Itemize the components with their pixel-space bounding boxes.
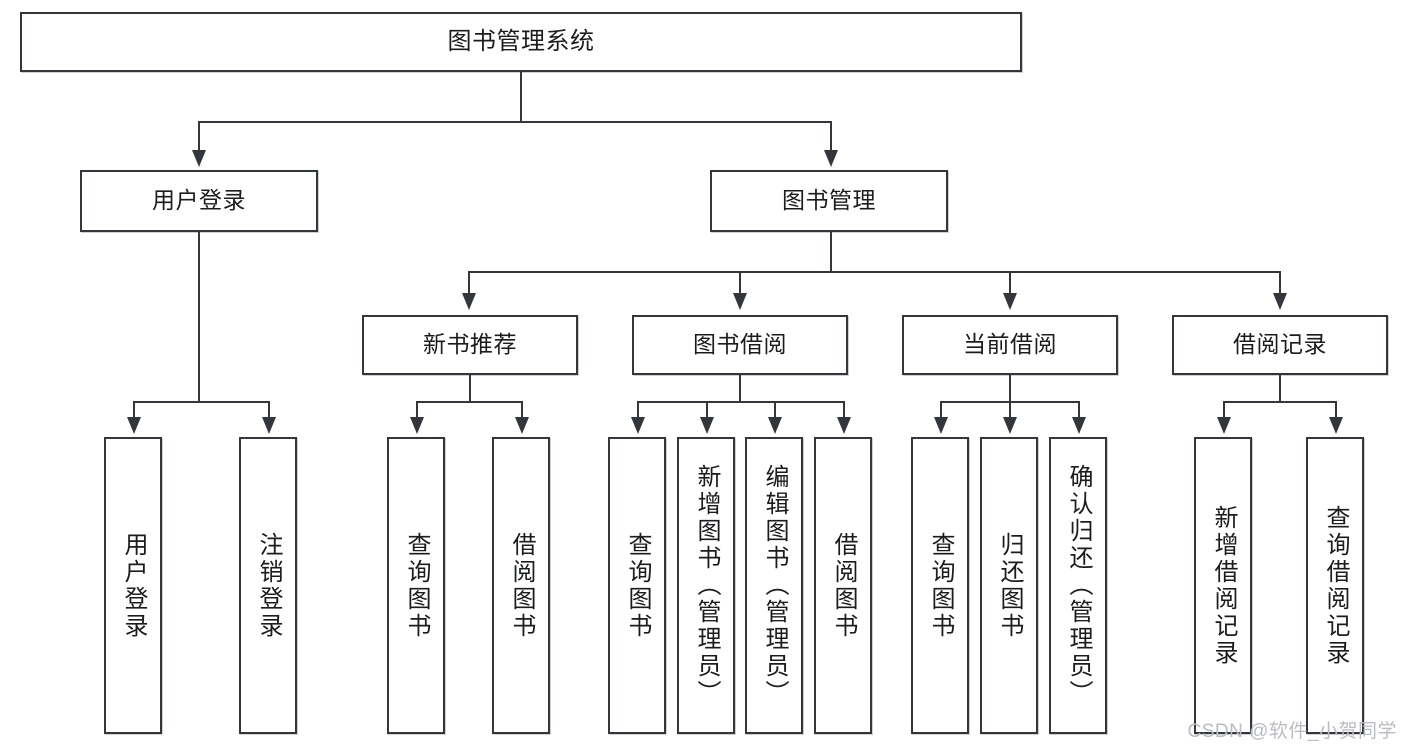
leaf-borrow-record-query[interactable]: 查询借阅记录 [1306, 437, 1364, 734]
node-label: 借阅记录 [1233, 331, 1327, 358]
node-book-management[interactable]: 图书管理 [710, 170, 948, 232]
connector-user-login-drop-1 [133, 401, 135, 419]
node-label: 查询图书 [403, 531, 430, 640]
leaf-user-login-login[interactable]: 用户登录 [104, 437, 162, 734]
csdn-watermark: CSDN @软件_小贺同学 [1187, 721, 1397, 742]
node-label: 图书管理 [782, 187, 876, 214]
arrowhead-current-borrow [1003, 293, 1017, 310]
node-label: 新增图书（管理员） [693, 464, 720, 707]
leaf-book-borrow-query[interactable]: 查询图书 [608, 437, 666, 734]
connector-new-book-drop-1 [416, 401, 418, 419]
connector-book-mgmt-bus [468, 271, 1280, 273]
connector-book-borrow-bus [637, 401, 843, 403]
connector-borrow-record-drop-1 [1223, 401, 1225, 419]
node-label: 图书管理系统 [447, 27, 595, 55]
connector-book-mgmt-drop-1 [468, 271, 470, 295]
leaf-current-borrow-query[interactable]: 查询图书 [911, 437, 969, 734]
node-label: 图书借阅 [693, 331, 787, 358]
arrowhead-new-book-leaf-1 [410, 417, 424, 434]
connector-root-bus [198, 121, 832, 123]
arrowhead-borrow-record-leaf-2 [1329, 417, 1343, 434]
node-root-system[interactable]: 图书管理系统 [20, 12, 1022, 72]
connector-current-borrow-drop-2 [1009, 401, 1011, 419]
node-label: 新书推荐 [423, 331, 517, 358]
arrowhead-book-borrow-leaf-4 [837, 417, 851, 434]
connector-book-borrow-drop-3 [774, 401, 776, 419]
arrowhead-borrow-record-leaf-1 [1217, 417, 1231, 434]
node-label: 查询借阅记录 [1322, 504, 1349, 667]
connector-user-login-stem [198, 232, 200, 402]
leaf-new-book-query[interactable]: 查询图书 [387, 437, 445, 734]
connector-book-borrow-drop-4 [843, 401, 845, 419]
arrowhead-user-login-leaf-1 [127, 417, 141, 434]
leaf-book-borrow-add[interactable]: 新增图书（管理员） [677, 437, 735, 734]
node-label: 查询图书 [624, 531, 651, 640]
node-user-login[interactable]: 用户登录 [80, 170, 318, 232]
connector-new-book-bus [416, 401, 523, 403]
leaf-book-borrow-edit[interactable]: 编辑图书（管理员） [745, 437, 803, 734]
connector-book-borrow-drop-1 [637, 401, 639, 419]
connector-book-borrow-drop-2 [706, 401, 708, 419]
connector-user-login-drop-2 [268, 401, 270, 419]
arrowhead-new-book-leaf-2 [515, 417, 529, 434]
arrowhead-book-borrow-leaf-1 [631, 417, 645, 434]
node-new-book-recommend[interactable]: 新书推荐 [362, 315, 578, 375]
connector-new-book-drop-2 [521, 401, 523, 419]
arrowhead-book-borrow-leaf-3 [768, 417, 782, 434]
arrowhead-new-book [462, 293, 476, 310]
connector-book-mgmt-drop-2 [739, 271, 741, 295]
connector-book-mgmt-stem [830, 232, 832, 272]
node-label: 归还图书 [996, 531, 1023, 640]
connector-book-borrow-stem [739, 375, 741, 402]
node-borrow-record[interactable]: 借阅记录 [1172, 315, 1388, 375]
connector-book-mgmt-drop-4 [1279, 271, 1281, 295]
node-label: 确认归还（管理员） [1065, 464, 1092, 707]
arrowhead-user-login-leaf-2 [262, 417, 276, 434]
arrowhead-book-borrow [733, 293, 747, 310]
leaf-user-login-logout[interactable]: 注销登录 [239, 437, 297, 734]
connector-root-stem [520, 72, 522, 122]
connector-current-borrow-stem [1009, 375, 1011, 402]
arrowhead-current-borrow-leaf-1 [934, 417, 948, 434]
connector-borrow-record-drop-2 [1335, 401, 1337, 419]
connector-root-to-book-mgmt [830, 121, 832, 153]
arrowhead-current-borrow-leaf-3 [1072, 417, 1086, 434]
connector-borrow-record-bus [1223, 401, 1337, 403]
leaf-current-borrow-confirm-return[interactable]: 确认归还（管理员） [1049, 437, 1107, 734]
node-label: 当前借阅 [963, 331, 1057, 358]
connector-new-book-stem [469, 375, 471, 402]
node-label: 借阅图书 [830, 531, 857, 640]
connector-borrow-record-stem [1279, 375, 1281, 402]
node-label: 借阅图书 [508, 531, 535, 640]
arrowhead-borrow-record [1273, 293, 1287, 310]
node-book-borrow[interactable]: 图书借阅 [632, 315, 848, 375]
arrowhead-current-borrow-leaf-2 [1003, 417, 1017, 434]
node-label: 注销登录 [255, 531, 282, 640]
arrowhead-book-borrow-leaf-2 [700, 417, 714, 434]
node-label: 查询图书 [927, 531, 954, 640]
connector-book-mgmt-drop-3 [1009, 271, 1011, 295]
connector-root-to-user-login [198, 121, 200, 153]
leaf-new-book-borrow[interactable]: 借阅图书 [492, 437, 550, 734]
arrowhead-root-to-book-mgmt [824, 150, 838, 167]
leaf-current-borrow-return[interactable]: 归还图书 [980, 437, 1038, 734]
arrowhead-root-to-user-login [192, 150, 206, 167]
node-current-borrow[interactable]: 当前借阅 [902, 315, 1118, 375]
node-label: 新增借阅记录 [1210, 504, 1237, 667]
node-label: 用户登录 [120, 531, 147, 640]
connector-current-borrow-drop-3 [1078, 401, 1080, 419]
node-label: 用户登录 [152, 187, 246, 214]
leaf-book-borrow-borrow[interactable]: 借阅图书 [814, 437, 872, 734]
node-label: 编辑图书（管理员） [761, 464, 788, 707]
connector-current-borrow-drop-1 [940, 401, 942, 419]
leaf-borrow-record-add[interactable]: 新增借阅记录 [1194, 437, 1252, 734]
connector-user-login-bus [133, 401, 269, 403]
